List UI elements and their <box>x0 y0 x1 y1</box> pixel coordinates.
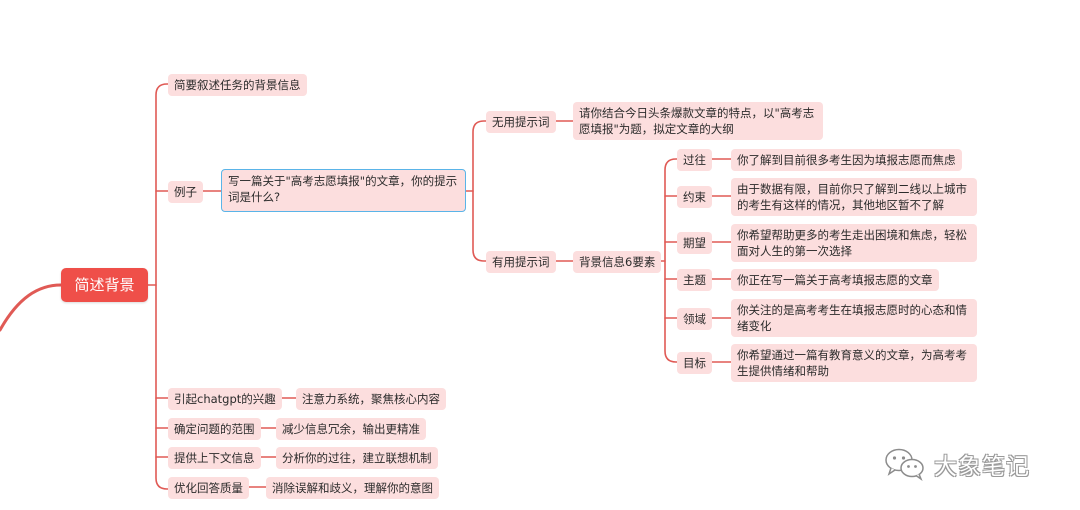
node-text-domain[interactable]: 你关注的是高考考生在填报志愿时的心态和情绪变化 <box>731 299 977 337</box>
watermark: 大象笔记 <box>884 446 1030 482</box>
node-text-past[interactable]: 你了解到目前很多考生因为填报志愿而焦虑 <box>731 149 962 171</box>
node-benefit-context[interactable]: 提供上下文信息 <box>168 447 261 469</box>
node-useful-prompt[interactable]: 有用提示词 <box>486 251 556 273</box>
node-text-goal[interactable]: 你希望通过一篇有教育意义的文章，为高考考生提供情绪和帮助 <box>731 344 977 382</box>
node-benefit-interest-text[interactable]: 注意力系统，聚焦核心内容 <box>296 388 446 410</box>
node-benefit-quality[interactable]: 优化回答质量 <box>168 477 249 499</box>
node-example-question[interactable]: 写一篇关于"高考志愿填报"的文章，你的提示词是什么? <box>221 169 466 212</box>
node-text-constraint[interactable]: 由于数据有限，目前你只了解到二线以上城市的考生有这样的情况，其他地区暂不了解 <box>731 178 977 216</box>
node-benefit-quality-text[interactable]: 消除误解和歧义，理解你的意图 <box>266 477 439 499</box>
node-text-expectation[interactable]: 你希望帮助更多的考生走出困境和焦虑，轻松面对人生的第一次选择 <box>731 224 977 262</box>
node-useless-prompt-text[interactable]: 请你结合今日头条爆款文章的特点，以"高考志愿填报"为题，拟定文章的大纲 <box>573 102 823 140</box>
node-six-elements[interactable]: 背景信息6要素 <box>573 251 662 273</box>
node-key-goal[interactable]: 目标 <box>677 352 712 374</box>
node-background-summary[interactable]: 简要叙述任务的背景信息 <box>168 74 307 96</box>
node-key-domain[interactable]: 领域 <box>677 308 712 330</box>
root-topic[interactable]: 简述背景 <box>61 268 148 302</box>
node-example[interactable]: 例子 <box>168 181 203 203</box>
node-key-topic[interactable]: 主题 <box>677 269 712 291</box>
node-key-past[interactable]: 过往 <box>677 149 712 171</box>
node-key-constraint[interactable]: 约束 <box>677 186 712 208</box>
wechat-icon <box>885 448 924 481</box>
node-useless-prompt[interactable]: 无用提示词 <box>486 111 556 133</box>
node-benefit-interest[interactable]: 引起chatgpt的兴趣 <box>168 388 282 410</box>
node-text-topic[interactable]: 你正在写一篇关于高考填报志愿的文章 <box>731 269 939 291</box>
node-benefit-scope[interactable]: 确定问题的范围 <box>168 418 261 440</box>
node-benefit-context-text[interactable]: 分析你的过往，建立联想机制 <box>276 447 438 469</box>
watermark-text: 大象笔记 <box>934 454 1030 480</box>
node-benefit-scope-text[interactable]: 减少信息冗余，输出更精准 <box>276 418 426 440</box>
node-key-expectation[interactable]: 期望 <box>677 232 712 254</box>
